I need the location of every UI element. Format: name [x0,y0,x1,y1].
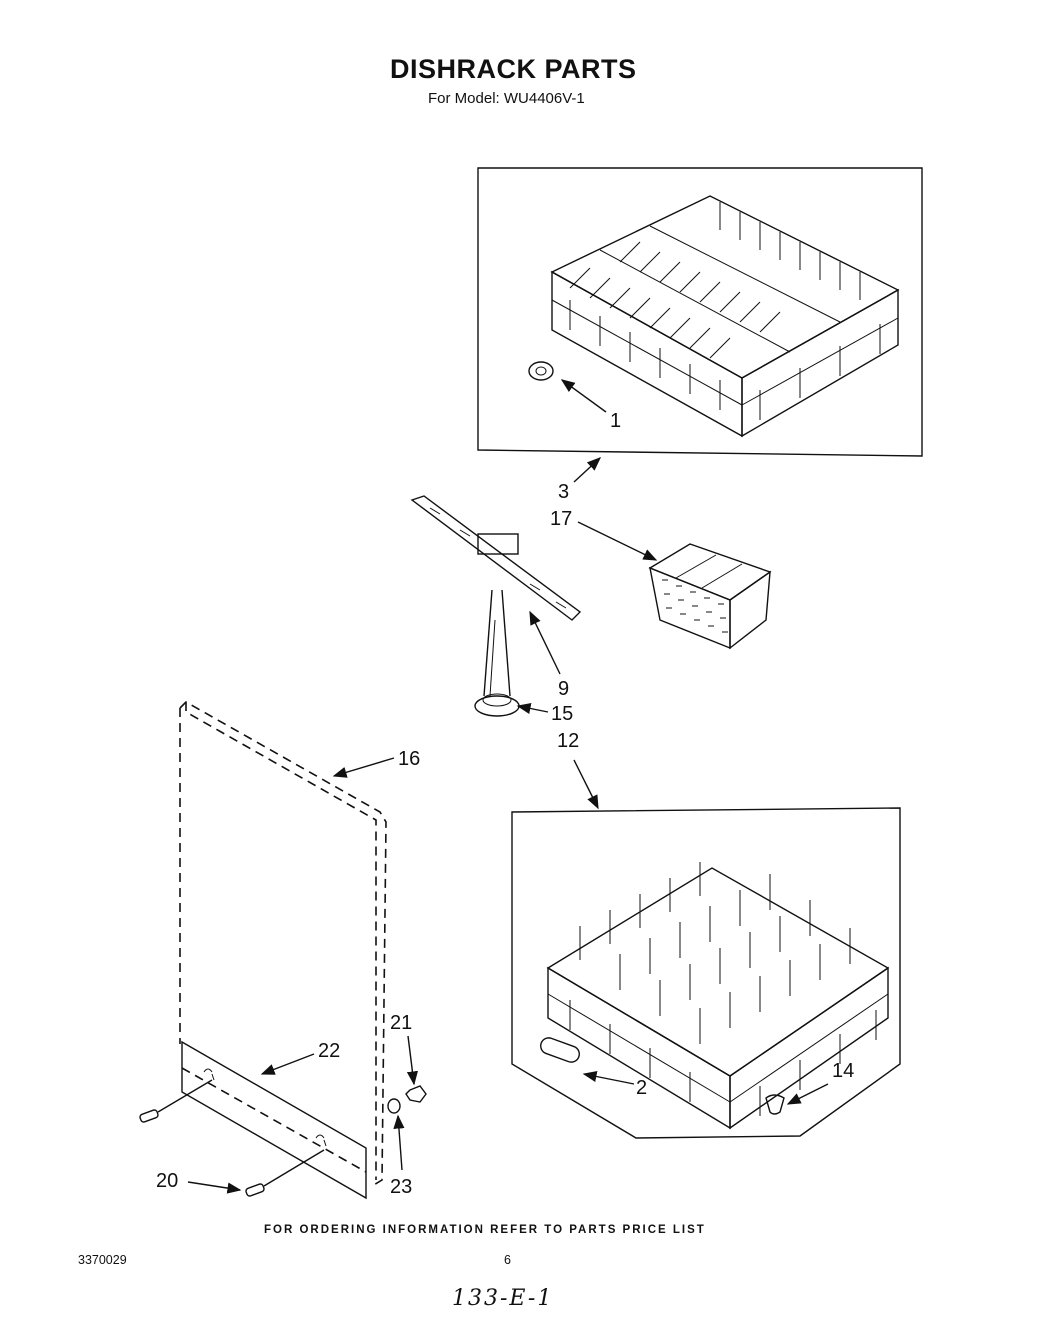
page-title: DISHRACK PARTS [390,54,637,84]
nut-part-21 [405,1085,427,1103]
rack-tines [569,202,881,420]
callout-15: 15 [551,703,573,725]
page-number: 6 [504,1253,511,1267]
rack-bumper-part-14 [765,1094,785,1115]
callout-22: 22 [318,1040,340,1062]
lower-dishrack-illustration [546,862,890,1130]
rack-roller-part-2 [540,1037,580,1063]
screw-part-20-lower [245,1149,325,1197]
callout-3: 3 [558,481,569,503]
callout-14: 14 [832,1060,854,1082]
callout-2: 2 [636,1077,647,1099]
upper-dishrack-illustration [550,195,900,438]
callout-12: 12 [557,730,579,752]
callout-23: 23 [390,1176,412,1198]
spray-arm-part-9 [410,495,582,621]
door-panel-part-16 [179,701,387,1187]
rack-wheel-part-1 [528,361,554,381]
callout-9: 9 [558,678,569,700]
washer-part-23 [387,1098,401,1114]
callout-17: 17 [550,508,572,530]
callout-20: 20 [156,1170,178,1192]
callout-21: 21 [390,1012,412,1034]
ordering-note: FOR ORDERING INFORMATION REFER TO PARTS … [264,1224,706,1236]
model-subtitle: For Model: WU4406V-1 [428,90,585,107]
toe-panel-part-22 [181,1040,367,1200]
screw-part-20-upper [139,1079,213,1123]
callout-16: 16 [398,748,420,770]
silverware-basket-part-17 [648,543,772,650]
callout-1: 1 [610,410,621,432]
lower-rack-tines [569,862,877,1116]
lower-rack-box [511,807,901,1139]
handwritten-code: 133-E-1 [452,1286,554,1311]
document-number: 3370029 [78,1253,127,1267]
spray-tower-part-15 [474,589,520,717]
upper-rack-box [477,167,923,457]
